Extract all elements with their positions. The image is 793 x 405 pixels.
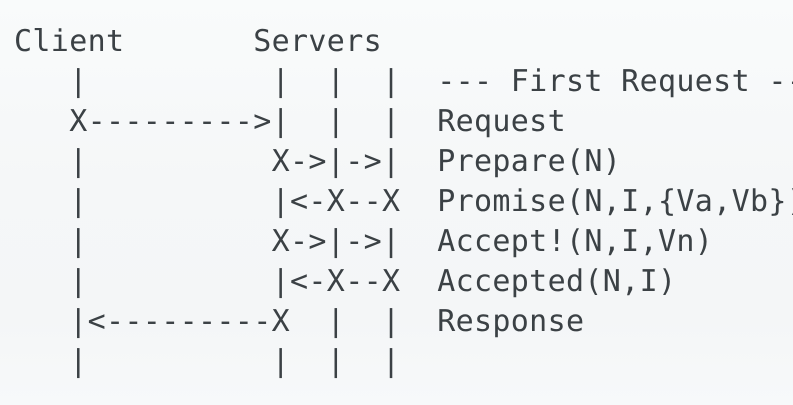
diagram-line-response: |<---------X | | Response (14, 304, 585, 339)
diagram-line-accept: | X->|->| Accept!(N,I,Vn) (14, 224, 714, 259)
diagram-line-accepted: | |<-X--X Accepted(N,I) (14, 264, 677, 299)
diagram-line-prepare: | X->|->| Prepare(N) (14, 144, 622, 179)
diagram-line-lifelines-footer: | | | | (14, 344, 401, 379)
diagram-line-promise: | |<-X--X Promise(N,I,{Va,Vb}) (14, 184, 793, 219)
diagram-line-header: Client Servers (14, 24, 382, 59)
diagram-line-first-request-banner: | | | | --- First Request --- (14, 64, 793, 99)
diagram-line-request: X--------->| | | Request (14, 104, 566, 139)
paxos-sequence-diagram: Client Servers | | | | --- First Request… (14, 22, 793, 382)
